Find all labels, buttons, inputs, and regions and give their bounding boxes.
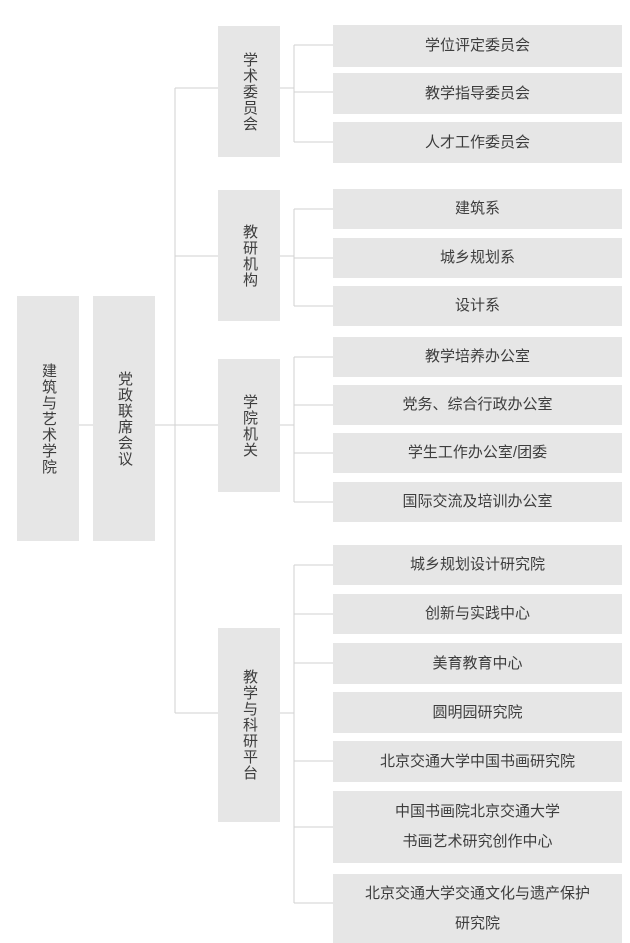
org-leaf-box: 建筑系	[333, 189, 622, 229]
org-leaf-box: 创新与实践中心	[333, 594, 622, 634]
org-leaf-box: 北京交通大学交通文化与遗产保护 研究院	[333, 874, 622, 943]
org-leaf-box: 党务、综合行政办公室	[333, 385, 622, 425]
org-category-teaching-research-units: 教研机构	[218, 190, 280, 321]
org-leaf-box: 美育教育中心	[333, 643, 622, 684]
org-leaf-box: 人才工作委员会	[333, 122, 622, 163]
org-leaf-box: 城乡规划设计研究院	[333, 545, 622, 585]
org-leaf-box: 北京交通大学中国书画研究院	[333, 741, 622, 782]
org-leaf-box: 学位评定委员会	[333, 25, 622, 67]
org-leaf-box: 教学指导委员会	[333, 73, 622, 114]
org-node-college-root: 建筑与艺术学院	[17, 296, 79, 541]
org-category-college-offices: 学院机关	[218, 359, 280, 492]
org-node-joint-council: 党政联席会议	[93, 296, 155, 541]
org-leaf-box: 学生工作办公室/团委	[333, 433, 622, 473]
org-leaf-box: 设计系	[333, 286, 622, 326]
org-leaf-box: 城乡规划系	[333, 238, 622, 278]
org-leaf-box: 教学培养办公室	[333, 337, 622, 377]
org-category-academic-committee: 学术委员会	[218, 26, 280, 157]
org-leaf-box: 国际交流及培训办公室	[333, 482, 622, 522]
org-leaf-box: 中国书画院北京交通大学 书画艺术研究创作中心	[333, 791, 622, 863]
org-leaf-box: 圆明园研究院	[333, 692, 622, 733]
org-category-platforms: 教学与科研平台	[218, 628, 280, 822]
